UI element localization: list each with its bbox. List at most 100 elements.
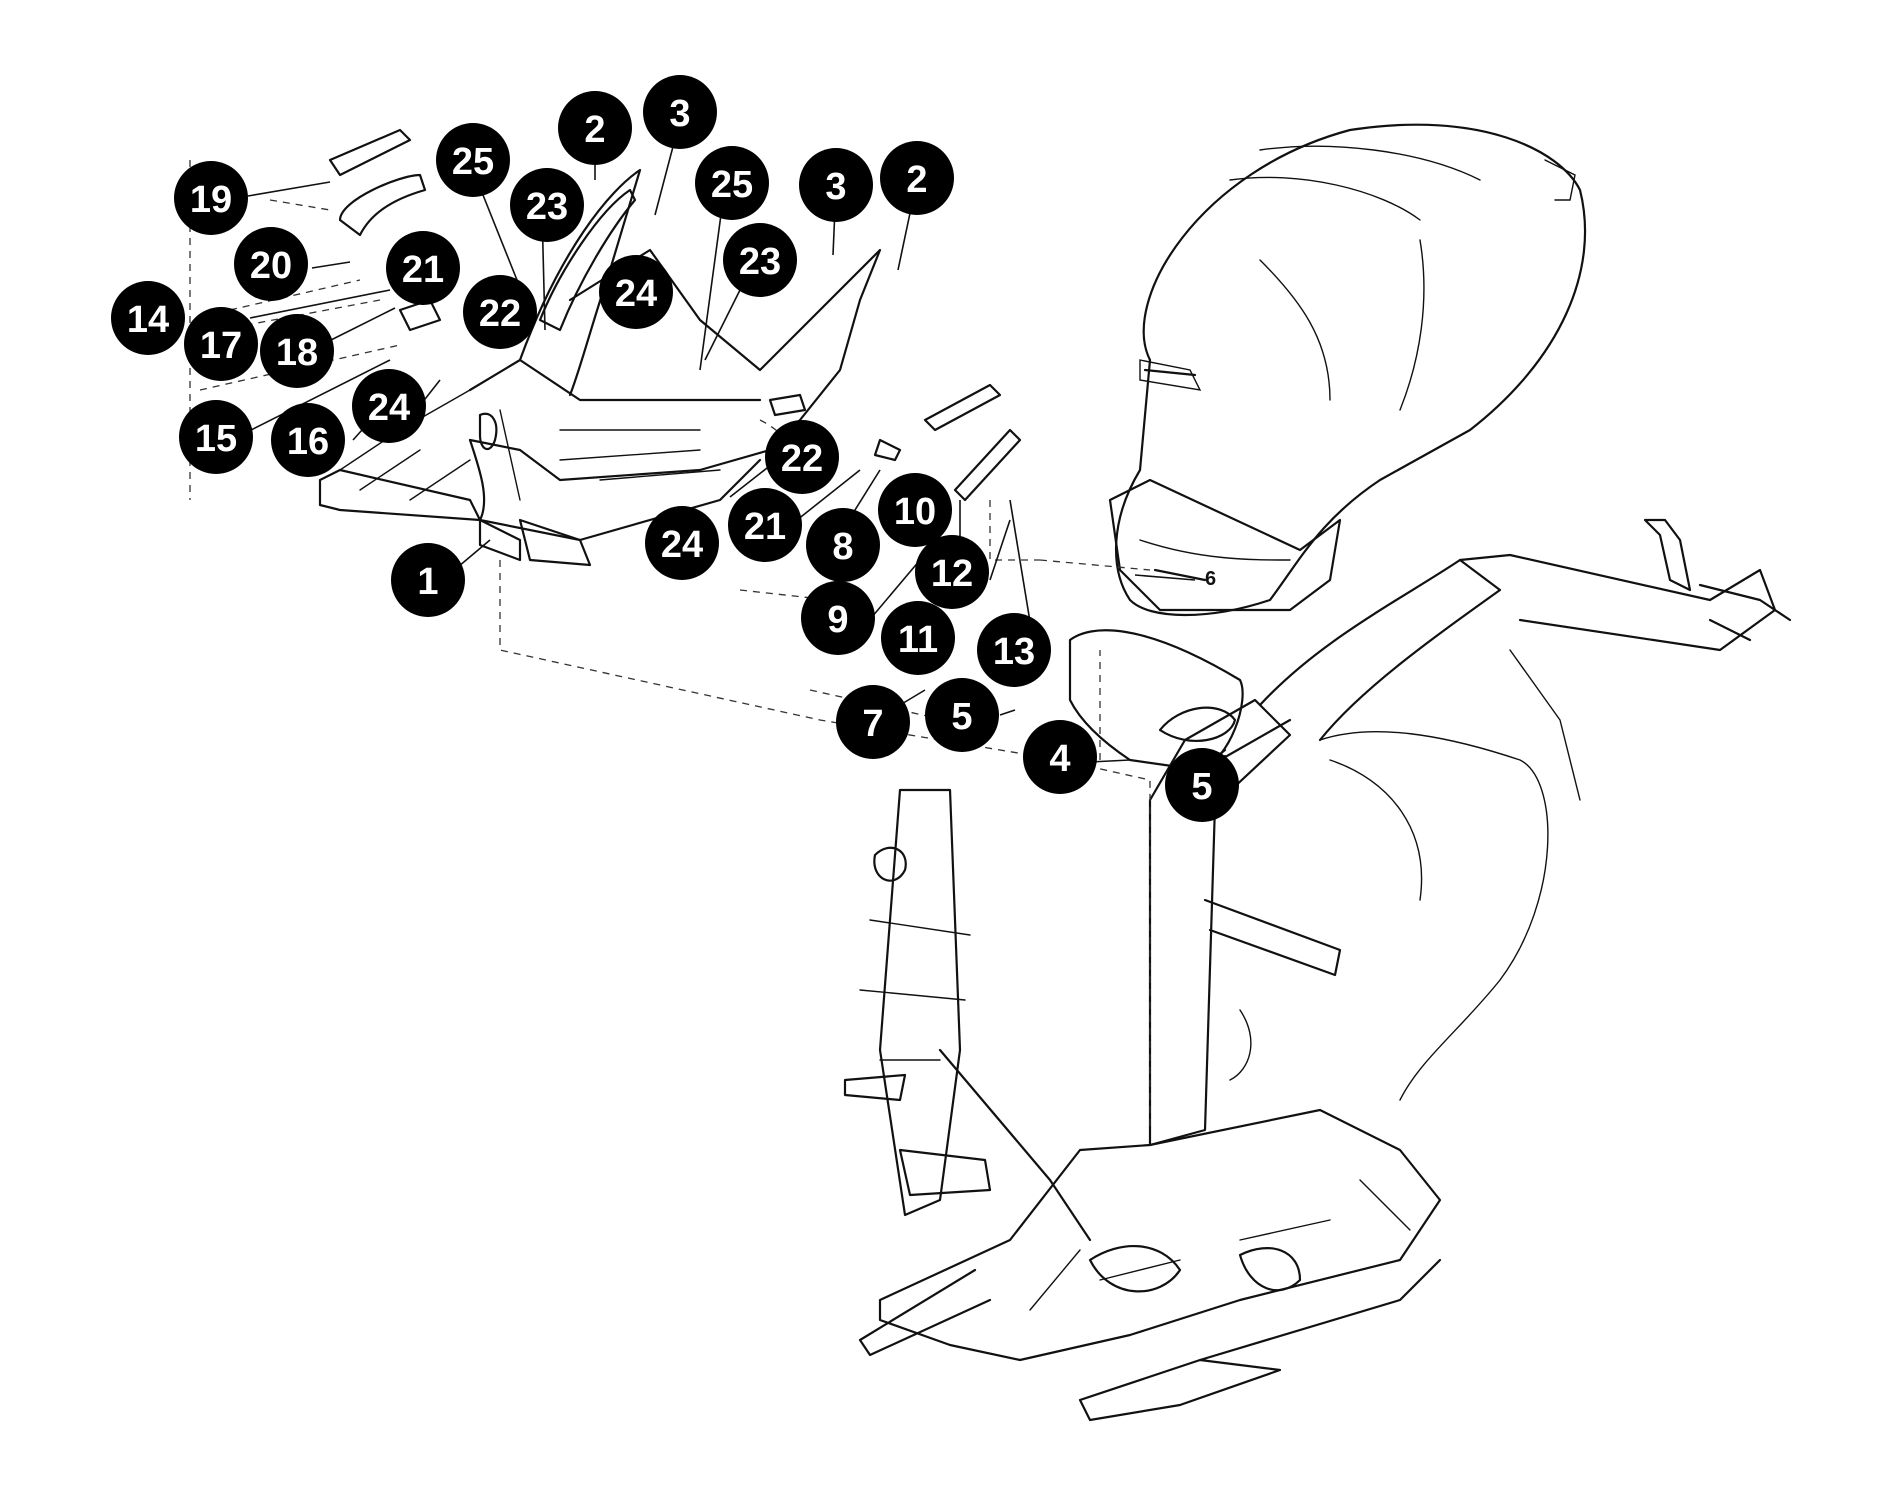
callout-badge — [880, 141, 954, 215]
callout-21: 21 — [386, 231, 460, 305]
callout-number: 2 — [906, 159, 927, 201]
callout-badge — [645, 506, 719, 580]
callout-21: 21 — [728, 488, 802, 562]
callout-11: 11 — [881, 601, 955, 675]
callout-24: 24 — [645, 506, 719, 580]
callout-number: 24 — [661, 524, 703, 566]
trim-parts — [328, 128, 1244, 772]
callout-23: 23 — [723, 223, 797, 297]
callout-badge — [391, 543, 465, 617]
callout-badge — [234, 227, 308, 301]
callout-number: 3 — [825, 166, 846, 208]
callout-badge — [1165, 748, 1239, 822]
callout-number: 24 — [615, 273, 657, 315]
callout-16: 16 — [271, 403, 345, 477]
callout-number: 25 — [452, 141, 494, 183]
callout-badge — [806, 508, 880, 582]
callout-number: 22 — [479, 293, 521, 335]
callout-badge — [977, 613, 1051, 687]
callout-badge — [728, 488, 802, 562]
callout-2: 2 — [880, 141, 954, 215]
callout-14: 14 — [111, 281, 185, 355]
callout-badge — [386, 231, 460, 305]
callout-number: 21 — [402, 249, 444, 291]
callout-badge — [723, 223, 797, 297]
callout-number: 22 — [781, 438, 823, 480]
callout-badge — [695, 146, 769, 220]
callout-number: 23 — [739, 241, 781, 283]
callout-3: 3 — [799, 148, 873, 222]
scooter-frame — [843, 123, 1792, 1422]
callout-5: 5 — [1165, 748, 1239, 822]
callout-25: 25 — [436, 123, 510, 197]
callout-badge — [179, 400, 253, 474]
callout-badge — [111, 281, 185, 355]
callout-1: 1 — [391, 543, 465, 617]
callout-20: 20 — [234, 227, 308, 301]
callout-number: 10 — [894, 491, 936, 533]
callout-23: 23 — [510, 168, 584, 242]
callout-2: 2 — [558, 91, 632, 165]
callout-22: 22 — [765, 420, 839, 494]
callout-number: 20 — [250, 245, 292, 287]
callout-number: 4 — [1049, 738, 1070, 780]
callout-badge — [1023, 720, 1097, 794]
callout-badge — [915, 535, 989, 609]
callout-number: 18 — [276, 332, 318, 374]
callout-number: 8 — [832, 526, 853, 568]
callout-badge — [184, 307, 258, 381]
callout-number: 5 — [1191, 766, 1212, 808]
callout-24: 24 — [352, 369, 426, 443]
callout-7: 7 — [836, 685, 910, 759]
callout-number: 12 — [931, 553, 973, 595]
callout-badge — [881, 601, 955, 675]
callout-badge — [643, 75, 717, 149]
callout-5: 5 — [925, 678, 999, 752]
callout-4: 4 — [1023, 720, 1097, 794]
callout-badge — [174, 161, 248, 235]
callout-number: 24 — [368, 387, 410, 429]
callout-number: 19 — [190, 179, 232, 221]
callout-badge — [765, 420, 839, 494]
callout-number: 16 — [287, 421, 329, 463]
callout-3: 3 — [643, 75, 717, 149]
callout-number: 14 — [127, 299, 169, 341]
callout-badge — [558, 91, 632, 165]
callout-badge — [925, 678, 999, 752]
callout-12: 12 — [915, 535, 989, 609]
callout-badge — [510, 168, 584, 242]
callout-17: 17 — [184, 307, 258, 381]
callout-22: 22 — [463, 275, 537, 349]
callout-9: 9 — [801, 581, 875, 655]
callout-number: 25 — [711, 164, 753, 206]
callout-number: 2 — [584, 109, 605, 151]
callout-badge — [878, 473, 952, 547]
callout-8: 8 — [806, 508, 880, 582]
callout-badge — [799, 148, 873, 222]
callout-number: 13 — [993, 631, 1035, 673]
callout-number: 21 — [744, 506, 786, 548]
leader-lines — [246, 119, 1226, 797]
callout-13: 13 — [977, 613, 1051, 687]
callout-badge — [599, 255, 673, 329]
callout-number: 5 — [951, 696, 972, 738]
callout-number: 17 — [200, 325, 242, 367]
callout-number: 9 — [827, 599, 848, 641]
callout-number: 1 — [417, 561, 438, 603]
callout-badge — [436, 123, 510, 197]
callout-badge — [352, 369, 426, 443]
callout-number: 23 — [526, 186, 568, 228]
callout-number: 3 — [669, 93, 690, 135]
callout-badge — [260, 314, 334, 388]
callout-24: 24 — [599, 255, 673, 329]
callout-number: 7 — [862, 703, 883, 745]
callout-badge — [801, 581, 875, 655]
callout-19: 19 — [174, 161, 248, 235]
callout-number: 15 — [195, 418, 237, 460]
callout-25: 25 — [695, 146, 769, 220]
callout-10: 10 — [878, 473, 952, 547]
callout-badge — [271, 403, 345, 477]
part-label-6: 6 — [1205, 568, 1216, 590]
